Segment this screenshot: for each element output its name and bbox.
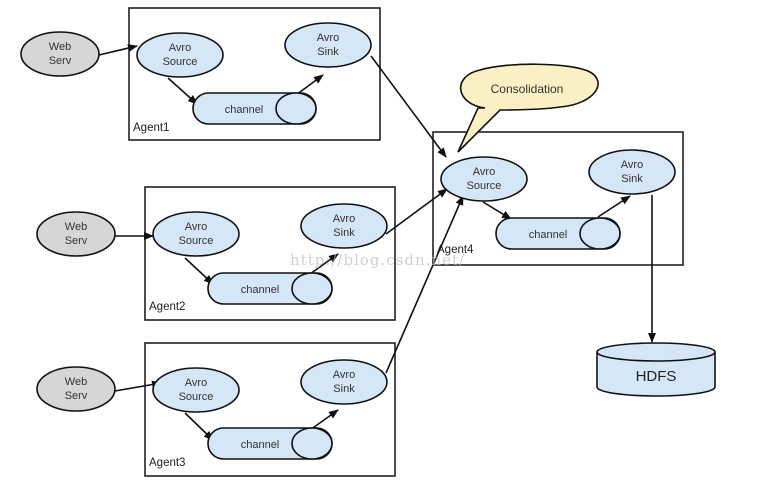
edge-web1-source1 xyxy=(98,44,138,56)
source-label: Avro xyxy=(185,377,207,389)
edges xyxy=(98,44,656,441)
edge-source3-channel3 xyxy=(184,412,214,441)
web-server-1: Web Serv xyxy=(20,31,100,77)
edge-web3-source3 xyxy=(114,380,162,392)
source-label: Source xyxy=(163,56,198,68)
sink-label: Avro xyxy=(621,159,643,171)
web-server-label: Serv xyxy=(65,235,88,247)
edge-channel4-sink4 xyxy=(597,195,631,218)
web-server-label: Web xyxy=(49,41,71,53)
edge-channel3-sink3 xyxy=(309,409,339,431)
agent2-sink: Avro Sink xyxy=(300,203,388,249)
sink-label: Sink xyxy=(621,173,643,185)
edge-sink2-source4 xyxy=(385,188,448,235)
agent2-channel: channel xyxy=(207,272,333,305)
agent4-channel: channel xyxy=(495,217,621,250)
agent3-channel: channel xyxy=(207,427,333,460)
agent3-sink: Avro Sink xyxy=(300,359,388,405)
sink-label: Sink xyxy=(333,383,355,395)
agent3-label: Agent3 xyxy=(149,457,185,469)
agent1-box xyxy=(128,7,381,141)
agent2-source: Avro Source xyxy=(152,211,240,257)
web-server-3: Web Serv xyxy=(36,366,116,412)
sink-label: Avro xyxy=(317,32,339,44)
source-label: Avro xyxy=(169,42,191,54)
agent3-box xyxy=(144,342,396,477)
agent4-source: Avro Source xyxy=(440,156,528,202)
hdfs-storage: HDFS xyxy=(596,342,716,397)
source-label: Source xyxy=(179,391,214,403)
hdfs-label: HDFS xyxy=(636,368,677,385)
edge-sink3-source4 xyxy=(385,195,464,374)
callout-label: Consolidation xyxy=(491,82,564,96)
edge-sink1-source4 xyxy=(370,55,447,158)
edge-channel1-sink1 xyxy=(295,74,324,96)
channel-label: channel xyxy=(241,439,280,451)
web-server-label: Web xyxy=(65,221,87,233)
agent1-sink: Avro Sink xyxy=(284,22,372,68)
channel-label: channel xyxy=(225,104,264,116)
sink-label: Sink xyxy=(333,227,355,239)
channel-label: channel xyxy=(241,284,280,296)
edge-source1-channel1 xyxy=(167,77,198,105)
edge-source4-channel4 xyxy=(482,201,512,220)
web-server-label: Serv xyxy=(65,390,88,402)
sink-label: Sink xyxy=(317,46,339,58)
watermark: http://blog.csdn.net/ xyxy=(290,251,465,269)
source-label: Source xyxy=(467,180,502,192)
web-server-label: Serv xyxy=(49,55,72,67)
source-label: Avro xyxy=(473,166,495,178)
channel-label: channel xyxy=(529,229,568,241)
agent4-sink: Avro Sink xyxy=(588,149,676,195)
edge-channel2-sink2 xyxy=(309,253,339,275)
edge-source2-channel2 xyxy=(184,257,214,285)
consolidation-callout: Consolidation xyxy=(457,63,599,153)
source-label: Source xyxy=(179,235,214,247)
sink-label: Avro xyxy=(333,213,355,225)
web-server-label: Web xyxy=(65,376,87,388)
web-server-2: Web Serv xyxy=(36,211,116,257)
agent2-label: Agent2 xyxy=(149,301,185,313)
agent1-source: Avro Source xyxy=(136,32,224,78)
agent1-label: Agent1 xyxy=(133,122,169,134)
sink-label: Avro xyxy=(333,369,355,381)
agent4-label: Agent4 xyxy=(437,244,474,256)
agent3-source: Avro Source xyxy=(152,367,240,413)
agent2-box xyxy=(144,186,396,321)
agent1-channel: channel xyxy=(192,92,317,125)
source-label: Avro xyxy=(185,221,207,233)
